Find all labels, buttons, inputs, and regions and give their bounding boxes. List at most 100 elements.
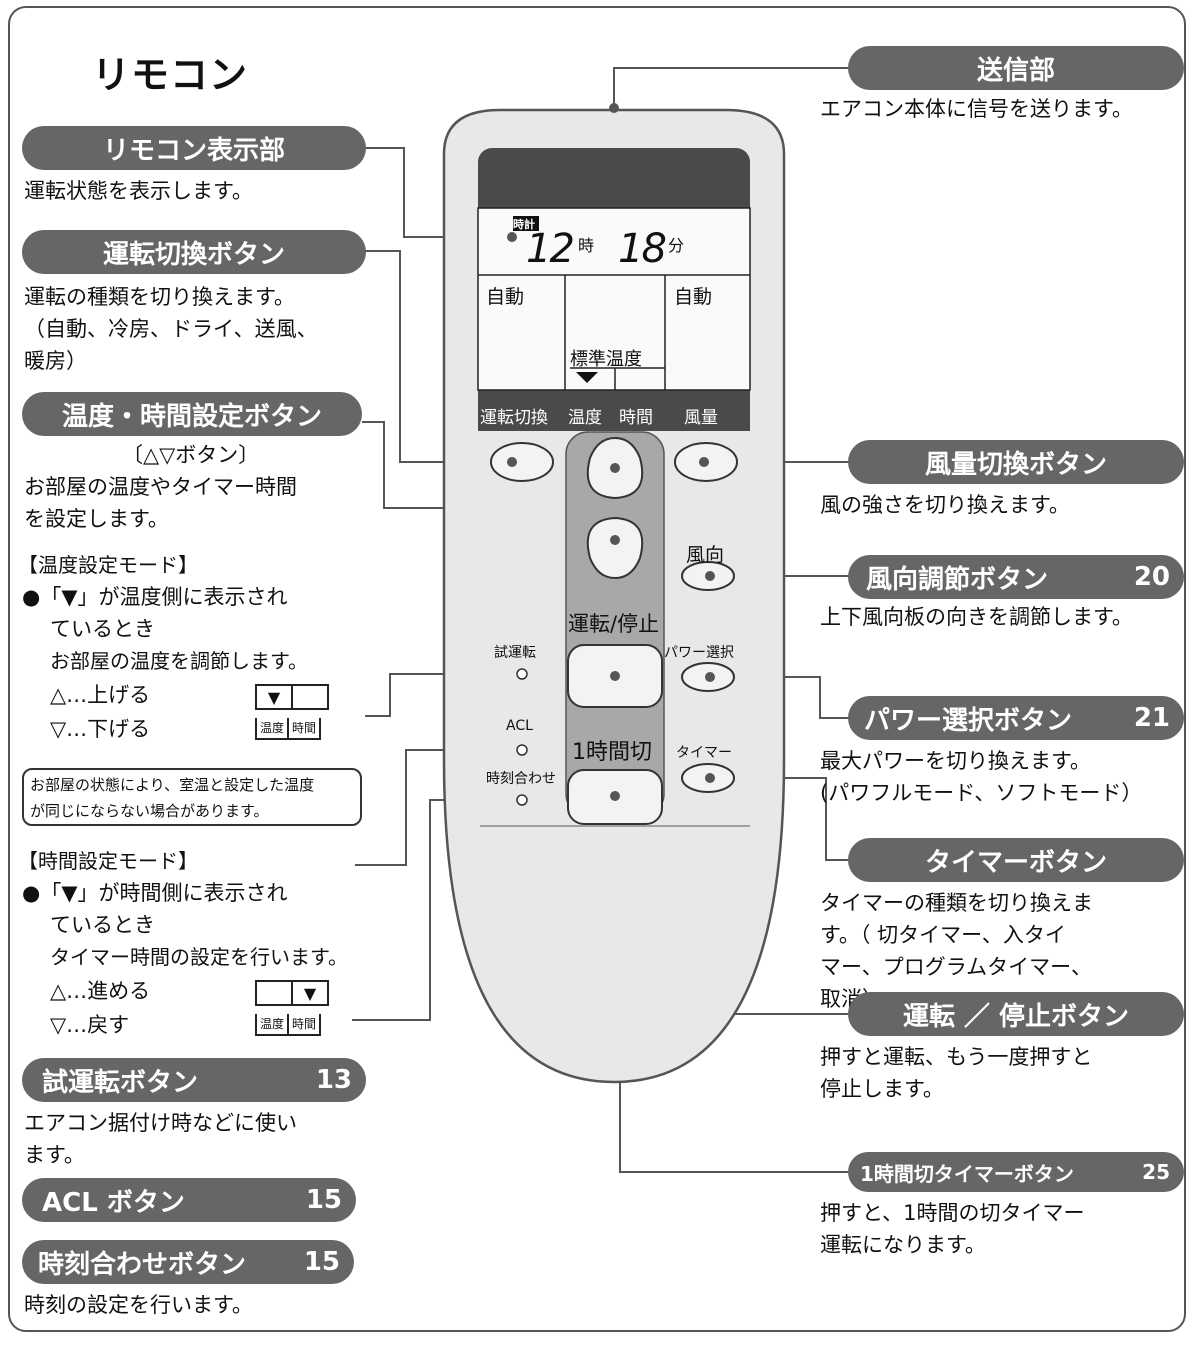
power-title: パワー選択ボタン (864, 705, 1073, 736)
lcd-minute-unit: 分 (668, 236, 685, 255)
acl-hole (516, 744, 528, 756)
power-page: 21 (1133, 703, 1170, 733)
temp-mode-bullet-3: お部屋の温度を調節します。 (50, 649, 308, 673)
callout-timer: タイマーボタン (848, 838, 1184, 882)
temp-mode-mini-tabs: 温度時間 (255, 718, 322, 740)
transmitter-dot (609, 103, 619, 113)
callout-display: リモコン表示部 (22, 126, 366, 170)
lcd-minute: 18 (618, 226, 667, 272)
frame (8, 6, 1186, 1332)
lcd-standard-temp: 標準温度 (570, 349, 642, 370)
power-desc-2: (パワフルモード、ソフトモード） (820, 781, 1143, 805)
lcd-clock-badge (513, 216, 539, 231)
time-mode-bullet-3: タイマー時間の設定を行います。 (50, 945, 348, 969)
transmitter-desc: エアコン本体に信号を送ります。 (820, 97, 1133, 121)
tab-mode: 運転切換 (480, 408, 548, 428)
one-hour-label: 1時間切 (572, 740, 652, 765)
page-title: リモコン (92, 53, 249, 97)
tab-temp: 温度 (568, 408, 602, 428)
test-run-hole (516, 668, 528, 680)
display-desc: 運転状態を表示します。 (24, 179, 253, 203)
time-mode-mini-tabs: 温度時間 (255, 1014, 322, 1036)
one-hour-desc-1: 押すと、1時間の切タイマー (820, 1201, 1085, 1225)
time-mode-down: ▽…戻す (50, 1013, 130, 1037)
time-mode-bullet-1: ●「▼」が時間側に表示され (22, 881, 288, 905)
power-label: パワー選択 (664, 645, 734, 661)
test-run-label: 試運転 (494, 645, 536, 661)
run-stop-label: 運転/停止 (568, 612, 660, 636)
temp-time-desc-1: お部屋の温度やタイマー時間 (24, 475, 297, 499)
acl-title: ACL ボタン (42, 1187, 185, 1218)
clock-set-label: 時刻合わせ (486, 771, 556, 787)
direction-label: 風向 (686, 544, 725, 566)
fan-desc: 風の強さを切り換えます。 (820, 493, 1070, 517)
callout-power: パワー選択ボタン 21 (848, 696, 1184, 740)
one-hour-title: 1時間切タイマーボタン (860, 1161, 1074, 1186)
temp-time-desc-2: を設定します。 (24, 507, 169, 531)
temp-mode-up: △…上げる (50, 683, 151, 707)
time-mode-up: △…進める (50, 979, 151, 1003)
timer-desc-1: タイマーの種類を切り換えま (820, 891, 1093, 915)
note-line-1: お部屋の状態により、室温と設定した温度 (30, 776, 315, 794)
timer-label: タイマー (676, 745, 732, 761)
clock-desc: 時刻の設定を行います。 (24, 1293, 253, 1317)
one-hour-desc-2: 運転になります。 (820, 1233, 986, 1257)
mode-desc-1: 運転の種類を切り換えます。 (24, 285, 295, 309)
callout-transmitter: 送信部 (848, 46, 1184, 90)
callout-acl: ACL ボタン 15 (22, 1178, 356, 1222)
direction-title: 風向調節ボタン (866, 564, 1049, 595)
note-box: お部屋の状態により、室温と設定した温度 が同じにならない場合があります。 (22, 768, 362, 826)
temp-mode-bullet-1: ●「▼」が温度側に表示され (22, 585, 288, 609)
mini-temp: 温度 (255, 718, 287, 738)
clock-hole (516, 794, 528, 806)
clock-page: 15 (303, 1247, 340, 1277)
lcd-hour: 12 (526, 226, 575, 272)
acl-label: ACL (506, 718, 533, 734)
lcd-auto-right: 自動 (674, 286, 713, 308)
callout-one-hour: 1時間切タイマーボタン 25 (848, 1152, 1184, 1192)
clock-title: 時刻合わせボタン (38, 1249, 247, 1280)
lcd-hour-unit: 時 (578, 236, 595, 255)
lcd-clock-label: 時計 (513, 218, 535, 231)
temp-mode-indicator: ▼ (255, 684, 329, 710)
callout-fan-button: 風量切換ボタン (848, 440, 1184, 484)
test-run-desc-2: ます。 (24, 1143, 85, 1167)
tab-time: 時間 (619, 408, 653, 428)
timer-desc-2: す。（ 切タイマー、入タイ (820, 923, 1066, 947)
callout-run-stop: 運転 ／ 停止ボタン (848, 992, 1184, 1036)
mini-temp: 温度 (255, 1014, 287, 1034)
lcd-screen (477, 207, 751, 391)
callout-temp-time: 温度・時間設定ボタン (22, 392, 362, 436)
indicator-arrow: ▼ (255, 686, 291, 708)
callout-mode-button: 運転切換ボタン (22, 230, 366, 274)
tab-fan: 風量 (684, 408, 718, 428)
callout-test-run: 試運転ボタン 13 (22, 1058, 366, 1102)
lcd-auto-left: 自動 (486, 286, 525, 308)
direction-page: 20 (1133, 562, 1170, 592)
time-mode-bullet-2: ているとき (50, 913, 155, 937)
callout-clock: 時刻合わせボタン 15 (22, 1240, 354, 1284)
temp-down-button (586, 516, 644, 580)
temp-time-sub: 〔△▽ボタン〕 (122, 443, 260, 467)
temp-mode-bullet-2: ているとき (50, 617, 155, 641)
test-run-desc-1: エアコン据付け時などに使い (24, 1111, 297, 1135)
one-hour-page: 25 (1142, 1160, 1170, 1184)
mode-button (490, 442, 554, 482)
acl-page: 15 (305, 1185, 342, 1215)
time-mode-indicator: ▼ (255, 980, 329, 1006)
direction-desc: 上下風向板の向きを調節します。 (820, 605, 1133, 629)
mode-desc-2: （自動、冷房、ドライ、送風、 (24, 317, 318, 341)
temp-mode-heading: 【温度設定モード】 (18, 553, 198, 577)
run-stop-desc-2: 停止します。 (820, 1077, 944, 1101)
run-stop-desc-1: 押すと運転、もう一度押すと (820, 1045, 1093, 1069)
indicator-arrow: ▼ (291, 982, 329, 1004)
timer-desc-3: マー、プログラムタイマー、 (820, 955, 1092, 979)
test-run-title: 試運転ボタン (42, 1067, 199, 1098)
mode-desc-3: 暖房） (24, 349, 87, 373)
note-line-2: が同じにならない場合があります。 (30, 802, 269, 820)
mini-time: 時間 (287, 718, 322, 738)
temp-mode-down: ▽…下げる (50, 717, 151, 741)
time-mode-heading: 【時間設定モード】 (18, 849, 198, 873)
callout-direction: 風向調節ボタン 20 (848, 555, 1184, 599)
